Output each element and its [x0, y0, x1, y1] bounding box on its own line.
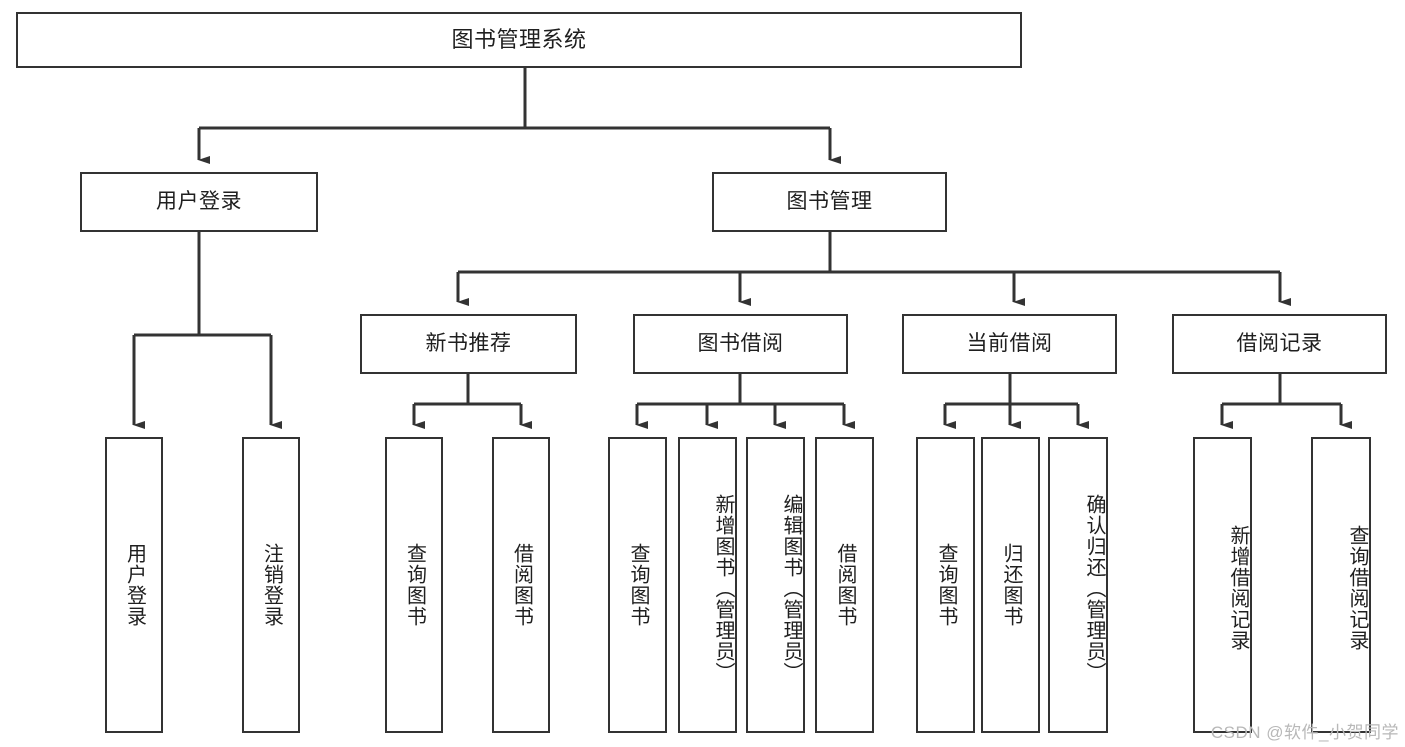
- node-leaf-borrow-book[interactable]: 借阅图书: [815, 437, 874, 733]
- node-new-book-recommend[interactable]: 新书推荐: [360, 314, 577, 374]
- node-leaf-borrow-book-recommend[interactable]: 借阅图书: [492, 437, 550, 733]
- node-current-borrow[interactable]: 当前借阅: [902, 314, 1117, 374]
- node-book-management[interactable]: 图书管理: [712, 172, 947, 232]
- node-leaf-query-borrow-record[interactable]: 查询借阅记录: [1311, 437, 1371, 733]
- node-leaf-query-book-current[interactable]: 查询图书: [916, 437, 975, 733]
- node-leaf-query-book-recommend[interactable]: 查询图书: [385, 437, 443, 733]
- csdn-watermark: CSDN @软件_小贺同学: [1210, 723, 1399, 742]
- node-leaf-add-book[interactable]: 新增图书（管理员）: [678, 437, 737, 733]
- node-borrow-record[interactable]: 借阅记录: [1172, 314, 1387, 374]
- node-book-borrow[interactable]: 图书借阅: [633, 314, 848, 374]
- node-root-book-management-system[interactable]: 图书管理系统: [16, 12, 1022, 68]
- node-leaf-query-book-borrow[interactable]: 查询图书: [608, 437, 667, 733]
- node-leaf-user-login[interactable]: 用户登录: [105, 437, 163, 733]
- node-leaf-return-book[interactable]: 归还图书: [981, 437, 1040, 733]
- node-user-login[interactable]: 用户登录: [80, 172, 318, 232]
- node-leaf-confirm-return[interactable]: 确认归还（管理员）: [1048, 437, 1108, 733]
- node-leaf-user-logout[interactable]: 注销登录: [242, 437, 300, 733]
- node-leaf-add-borrow-record[interactable]: 新增借阅记录: [1193, 437, 1252, 733]
- node-leaf-edit-book[interactable]: 编辑图书（管理员）: [746, 437, 805, 733]
